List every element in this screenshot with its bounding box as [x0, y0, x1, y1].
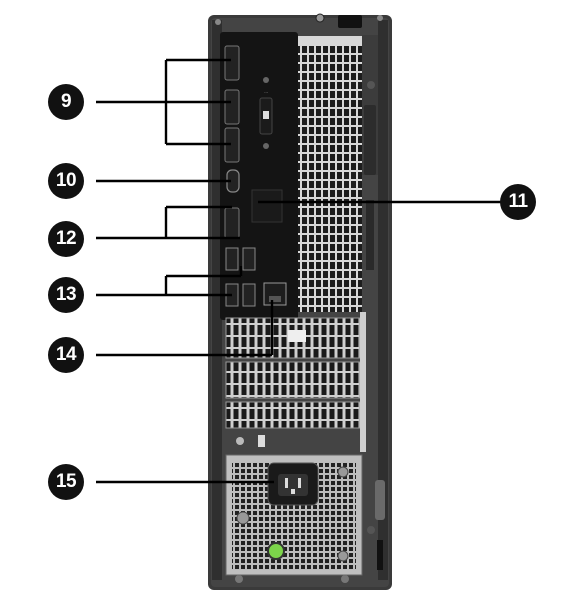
- callout-14: 14: [48, 337, 84, 373]
- side-rail: [362, 35, 385, 570]
- svg-text:ᐧᐧᐧ: ᐧᐧᐧ: [264, 90, 268, 96]
- security-slots: [236, 435, 265, 447]
- callout-11: 11: [500, 184, 536, 220]
- upper-vent-grille: [296, 42, 362, 312]
- io-panel: ᐧᐧᐧ: [220, 32, 298, 320]
- callout-15: 15: [48, 464, 84, 500]
- callout-9: 9: [48, 84, 84, 120]
- leader-lines: [96, 58, 502, 484]
- callout-13: 13: [48, 277, 84, 313]
- callout-12: 12: [48, 221, 84, 257]
- expansion-slots: [225, 312, 366, 452]
- power-supply: [225, 454, 363, 576]
- callout-10: 10: [48, 163, 84, 199]
- power-led-icon: [267, 542, 285, 560]
